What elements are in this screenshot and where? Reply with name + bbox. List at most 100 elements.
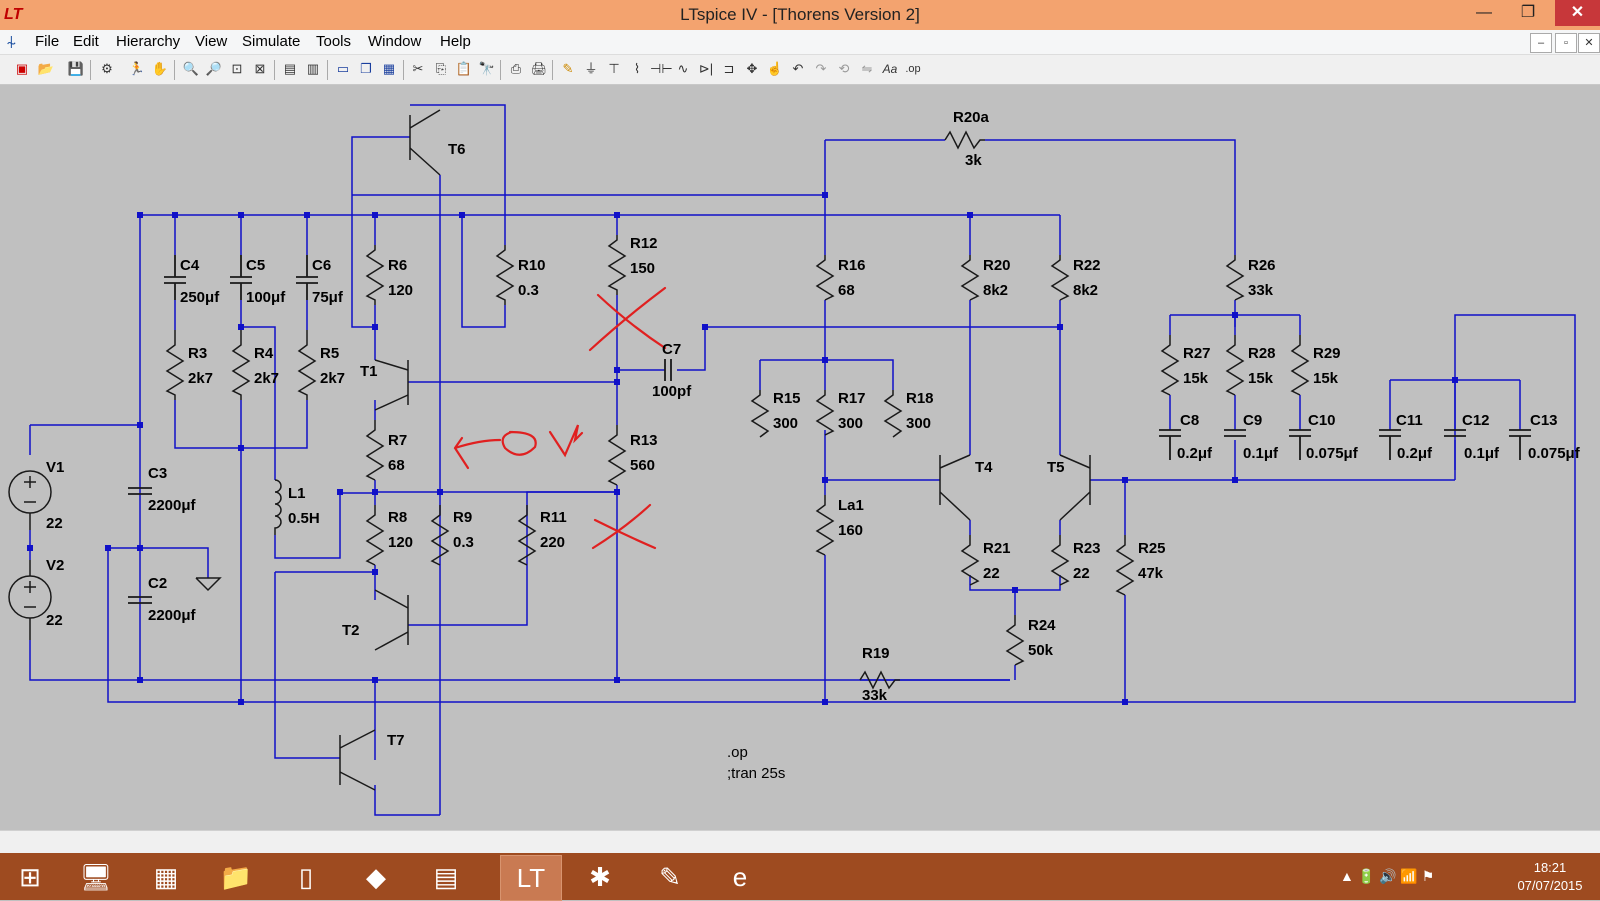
value-R19: 33k (862, 687, 888, 704)
windows-start-icon[interactable]: ⊞ (19, 862, 41, 892)
menu-window[interactable]: Window (368, 33, 422, 50)
resistor-icon[interactable]: ⌇ (633, 61, 641, 76)
pan-icon[interactable]: ✋ (151, 61, 169, 76)
cut-icon[interactable]: ✂ (412, 61, 424, 76)
menu-hierarchy[interactable]: Hierarchy (116, 33, 181, 50)
label-T2: T2 (342, 622, 360, 639)
save-icon[interactable]: 💾 (67, 61, 85, 76)
spice-directive-icon[interactable]: .op (905, 63, 921, 75)
component-icon[interactable]: ⊐ (723, 61, 735, 76)
redo-icon[interactable]: ↷ (815, 61, 827, 76)
schematic-canvas[interactable]: T6 R20a 3k C4 250μf C5 100μf C6 75μf R6 … (0, 85, 1600, 830)
eraser-icon[interactable]: ◆ (366, 862, 386, 892)
menu-simulate[interactable]: Simulate (242, 33, 301, 50)
mdi-close-button[interactable]: ✕ (1578, 33, 1600, 53)
minimize-button[interactable]: — (1476, 4, 1492, 21)
resistor-R25 (1115, 535, 1135, 596)
text-icon[interactable]: Aa (882, 62, 898, 76)
control-panel-icon[interactable]: ⚙ (101, 61, 113, 76)
undo-icon[interactable]: ↶ (792, 61, 804, 76)
zoom-in-icon[interactable]: 🔍 (182, 61, 200, 76)
internet-explorer-icon[interactable]: e (732, 862, 748, 892)
toolbar-separator (403, 60, 404, 80)
schematic-doc-icon[interactable]: ⍭ (6, 32, 17, 52)
zoom-fit-icon[interactable]: ⊡ (231, 61, 243, 76)
label-R29: R29 (1313, 345, 1341, 362)
menu-view[interactable]: View (195, 33, 228, 50)
cascade-icon[interactable]: ❐ (360, 61, 372, 76)
spider-icon[interactable]: ✱ (589, 862, 611, 892)
capacitor-icon[interactable]: ⊣⊢ (650, 61, 673, 76)
draw-wire-icon[interactable]: ✎ (562, 61, 574, 76)
wires (29, 104, 1576, 816)
mdi-minimize-button[interactable]: – (1530, 33, 1552, 53)
waveform-icon[interactable]: ▤ (283, 61, 297, 76)
zoom-out-icon[interactable]: 🔎 (205, 61, 223, 76)
label-C10: C10 (1308, 412, 1336, 429)
label-R3: R3 (188, 345, 207, 362)
file-explorer-icon[interactable]: 📁 (219, 862, 253, 892)
inductor-icon[interactable]: ∿ (677, 61, 689, 76)
mdi-restore-button[interactable]: ▫ (1555, 33, 1577, 53)
remote-desktop-icon[interactable]: 🖥 (79, 862, 113, 892)
menu-file[interactable]: File (35, 33, 60, 50)
value-R12: 150 (630, 260, 655, 277)
mirror-icon[interactable]: ⇋ (861, 61, 873, 76)
resistor-R29 (1290, 335, 1310, 396)
menu-edit[interactable]: Edit (73, 33, 99, 50)
resistor-R9 (430, 505, 450, 566)
close-button[interactable]: ✕ (1555, 0, 1600, 26)
open-icon[interactable]: 📂 (37, 61, 55, 76)
new-schematic-icon[interactable]: ▣ (15, 61, 29, 76)
resistor-R21 (960, 535, 980, 586)
resistor-R13 (607, 425, 627, 486)
value-R27: 15k (1183, 370, 1209, 387)
label-net-icon[interactable]: ⊤ (608, 61, 620, 76)
transistor-T4 (939, 454, 971, 521)
maximize-button[interactable]: ❐ (1520, 4, 1536, 21)
capacitor-C6 (296, 255, 318, 300)
toolbar-separator (500, 60, 501, 80)
value-R3: 2k7 (188, 370, 213, 387)
cancel-zoom-icon[interactable]: ⊠ (254, 61, 266, 76)
ground-icon (195, 577, 222, 592)
title-bar: LT LTspice IV - [Thorens Version 2] — ❐ … (0, 0, 1600, 30)
drag-icon[interactable]: ☝ (766, 61, 784, 76)
value-R11: 220 (540, 534, 565, 551)
run-icon[interactable]: 🏃 (128, 61, 146, 76)
tile-horizontal-icon[interactable]: ▭ (336, 61, 350, 76)
label-R13: R13 (630, 432, 658, 449)
tile-vertical-icon[interactable]: ▦ (382, 61, 396, 76)
diode-icon[interactable]: ⊳| (698, 61, 714, 76)
capacitor-C9 (1224, 429, 1246, 437)
rotate-icon[interactable]: ⟲ (838, 61, 850, 76)
autorange-icon[interactable]: ▥ (306, 61, 320, 76)
value-C7: 100pf (652, 383, 692, 400)
notepad-icon[interactable]: ▯ (298, 862, 314, 892)
label-R21: R21 (983, 540, 1011, 557)
clock[interactable]: 18:21 07/07/2015 (1512, 859, 1588, 895)
ltspice-icon[interactable]: LT (500, 855, 562, 901)
ground-icon[interactable]: ⏚ (584, 61, 598, 76)
label-C9: C9 (1243, 412, 1262, 429)
firewall-icon[interactable]: ▦ (153, 862, 179, 892)
find-icon[interactable]: 🔭 (478, 61, 496, 76)
paste-icon[interactable]: 📋 (455, 61, 473, 76)
print-icon[interactable]: 🖨 (530, 61, 548, 76)
move-icon[interactable]: ✥ (746, 61, 758, 76)
paint-icon[interactable]: ✎ (659, 862, 681, 892)
print-preview-icon[interactable]: ⎙ (510, 61, 522, 76)
value-R16: 68 (838, 282, 855, 299)
value-R21: 22 (983, 565, 1000, 582)
menu-tools[interactable]: Tools (316, 33, 352, 50)
menu-help[interactable]: Help (440, 33, 471, 50)
capacitor-C12 (1444, 429, 1466, 437)
calculator-icon[interactable]: ▤ (433, 862, 459, 892)
capacitor-C13 (1509, 429, 1531, 460)
ltspice-logo-icon[interactable]: LT (4, 6, 23, 23)
label-T4: T4 (975, 459, 993, 476)
copy-icon[interactable]: ⎘ (435, 61, 447, 76)
system-tray[interactable]: ▲ 🔋 🔊 📶 ⚑ (1340, 868, 1435, 884)
zero-annotation (501, 430, 537, 456)
red-annotations (453, 286, 667, 550)
